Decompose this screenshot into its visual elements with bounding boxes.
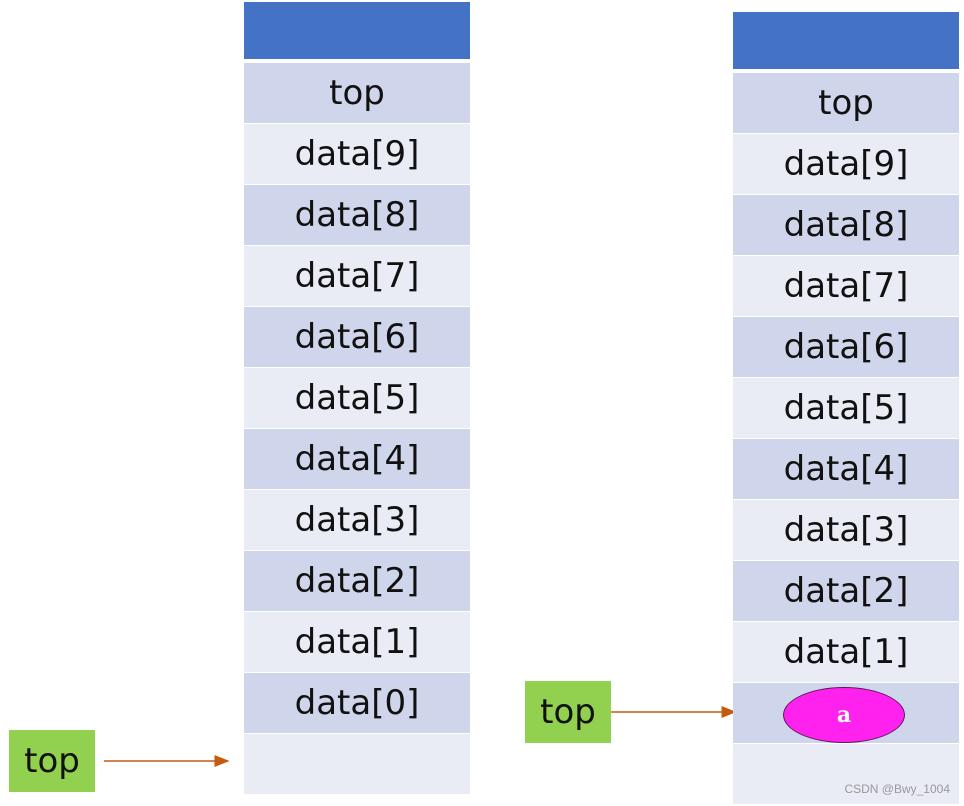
- stack-cell-data-3: data[3]: [244, 490, 470, 550]
- stack-cell-data-5: data[5]: [244, 368, 470, 428]
- stack-cell-data-8: data[8]: [244, 185, 470, 245]
- left-stack: top data[9] data[8] data[7] data[6] data…: [244, 2, 470, 795]
- stack-cell-data-1: data[1]: [244, 612, 470, 672]
- stack-cell-data-9: data[9]: [733, 134, 959, 194]
- stack-cell-data-2: data[2]: [733, 561, 959, 621]
- right-stack: top data[9] data[8] data[7] data[6] data…: [733, 12, 959, 805]
- stack-header: [733, 12, 959, 69]
- watermark: CSDN @Bwy_1004: [844, 782, 950, 796]
- stack-cell-data-7: data[7]: [733, 256, 959, 316]
- top-pointer-label: top: [525, 681, 611, 743]
- stack-cell-data-5: data[5]: [733, 378, 959, 438]
- stack-cell-empty: [733, 744, 959, 804]
- stack-cell-data-8: data[8]: [733, 195, 959, 255]
- stack-cell-data-7: data[7]: [244, 246, 470, 306]
- stack-cell-data-9: data[9]: [244, 124, 470, 184]
- stack-cell-data-6: data[6]: [733, 317, 959, 377]
- stack-cell-data-1: data[1]: [733, 622, 959, 682]
- stack-cell-data-6: data[6]: [244, 307, 470, 367]
- stack-cell-data-0: a: [733, 683, 959, 743]
- stack-cell-data-4: data[4]: [244, 429, 470, 489]
- stack-cell-top: top: [733, 73, 959, 133]
- stack-cell-data-3: data[3]: [733, 500, 959, 560]
- stack-cell-top: top: [244, 63, 470, 123]
- stack-cell-data-2: data[2]: [244, 551, 470, 611]
- top-pointer-label: top: [9, 730, 95, 792]
- stack-cell-data-4: data[4]: [733, 439, 959, 499]
- stack-cell-empty: [244, 734, 470, 794]
- stack-cell-data-0: data[0]: [244, 673, 470, 733]
- pushed-element-marker: a: [783, 687, 905, 743]
- stack-header: [244, 2, 470, 59]
